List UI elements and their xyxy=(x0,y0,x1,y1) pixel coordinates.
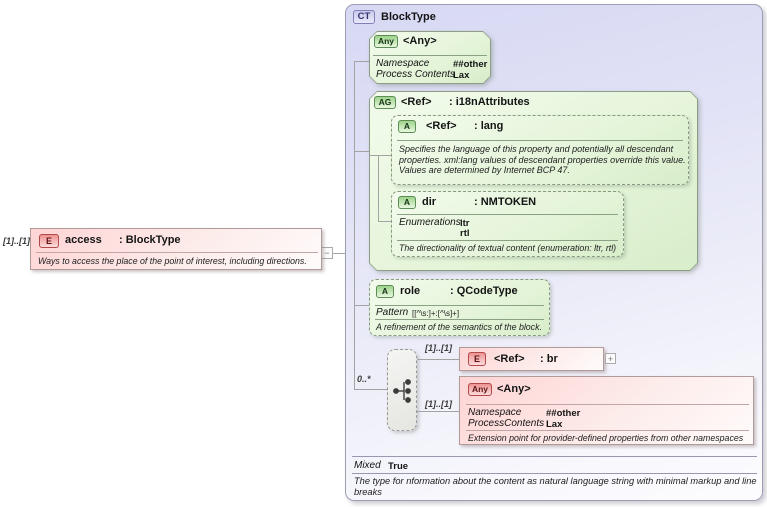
any-badge: Any xyxy=(374,35,398,48)
attribute-type: : NMTOKEN xyxy=(474,196,537,208)
divider xyxy=(352,456,757,457)
prop-name: Namespace xyxy=(376,58,430,69)
attribute-group-box[interactable]: AG <Ref> : i18nAttributes A <Ref> : lang… xyxy=(369,91,698,271)
pattern-value: [[^\s:]+:[^\s]+] xyxy=(412,309,460,318)
stub-attrgroup xyxy=(354,151,369,152)
divider xyxy=(352,473,757,474)
attribute-group-badge: AG xyxy=(374,96,396,109)
attribute-type: : lang xyxy=(474,120,504,132)
attribute-lang-box[interactable]: A <Ref> : lang Specifies the language of… xyxy=(391,115,689,185)
br-cardinality-label: [1]..[1] xyxy=(425,343,452,353)
divider xyxy=(397,140,683,141)
any-badge: Any xyxy=(468,383,492,396)
element-name: access xyxy=(65,234,102,246)
complex-type-annotation: The type for nformation about the conten… xyxy=(354,476,757,497)
attribute-role-box[interactable]: A role : QCodeType Pattern [[^\s:]+:[^\s… xyxy=(369,279,550,336)
connector-line xyxy=(417,359,459,360)
expand-icon[interactable]: + xyxy=(605,353,616,364)
complex-type-title: BlockType xyxy=(381,11,436,23)
any-wildcard-top-box[interactable]: Any <Any> Namespace ##other Process Cont… xyxy=(369,31,491,84)
element-type: : br xyxy=(540,353,558,365)
stub-role xyxy=(354,305,369,306)
prop-value: ##other xyxy=(453,59,488,70)
prop-name: ProcessContents xyxy=(468,418,545,429)
divider xyxy=(375,305,544,306)
complex-type-box[interactable]: CT BlockType Any <Any> Namespace ##other… xyxy=(345,4,763,501)
divider xyxy=(397,214,618,215)
attribute-badge: A xyxy=(376,285,394,298)
any-title: <Any> xyxy=(497,383,531,395)
attribute-annotation: A refinement of the semantics of the blo… xyxy=(376,322,542,332)
complex-type-badge: CT xyxy=(353,10,375,24)
enumeration-value: ltr xyxy=(460,218,470,229)
prop-name: Process Contents xyxy=(376,69,455,80)
divider xyxy=(375,319,544,320)
inner-stub-entry xyxy=(369,155,378,156)
choice-compositor-icon xyxy=(393,379,411,403)
stub-any xyxy=(354,61,369,62)
divider xyxy=(373,55,487,56)
connector-line xyxy=(322,253,346,254)
inner-spine xyxy=(378,155,379,221)
attribute-name: dir xyxy=(422,196,437,208)
attribute-type: : QCodeType xyxy=(450,285,518,297)
any-annotation: Extension point for provider-defined pro… xyxy=(468,433,744,443)
inner-stub-dir xyxy=(378,221,391,222)
element-br-box[interactable]: E <Ref> : br xyxy=(459,347,604,371)
attribute-name: <Ref> xyxy=(426,120,457,132)
mixed-value: True xyxy=(388,461,409,472)
prop-value: Lax xyxy=(453,70,470,81)
collapse-icon[interactable]: − xyxy=(321,247,333,259)
any-title: <Any> xyxy=(403,35,437,47)
element-annotation: Ways to access the place of the point of… xyxy=(38,256,307,266)
attribute-name: role xyxy=(400,285,421,297)
prop-name: Namespace xyxy=(468,407,522,418)
element-name: <Ref> xyxy=(494,353,525,365)
divider xyxy=(466,404,749,405)
attribute-badge: A xyxy=(398,120,416,133)
mixed-label: Mixed xyxy=(354,460,381,471)
source-cardinality-label: [1]..[1] xyxy=(3,236,30,246)
divider xyxy=(466,430,749,431)
attribute-badge: A xyxy=(398,196,416,209)
compositor-box[interactable] xyxy=(387,349,417,431)
any-cardinality-label: [1]..[1] xyxy=(425,399,452,409)
stub-compositor xyxy=(354,389,387,390)
connector-line xyxy=(417,411,459,412)
enumerations-label: Enumerations xyxy=(399,217,461,228)
attribute-group-name: <Ref> xyxy=(401,96,432,108)
element-type: : BlockType xyxy=(119,234,181,246)
attribute-dir-box[interactable]: A dir : NMTOKEN Enumerations ltr rtl The… xyxy=(391,191,624,257)
attribute-group-type: : i18nAttributes xyxy=(449,96,530,108)
any-wildcard-bottom-box[interactable]: Any <Any> Namespace ##other ProcessConte… xyxy=(459,376,754,445)
attribute-annotation: The directionality of textual content (e… xyxy=(399,243,617,253)
element-badge: E xyxy=(468,352,486,366)
prop-value: Lax xyxy=(546,419,563,430)
tree-spine xyxy=(354,61,355,390)
divider xyxy=(36,252,318,253)
pattern-label: Pattern xyxy=(376,307,409,318)
enumeration-value: rtl xyxy=(460,228,470,239)
divider xyxy=(397,240,618,241)
prop-value: ##other xyxy=(546,408,581,419)
element-badge: E xyxy=(39,234,59,248)
attribute-annotation: Specifies the language of this property … xyxy=(399,144,686,176)
element-access-box[interactable]: E access : BlockType Ways to access the … xyxy=(30,228,322,270)
inner-stub-lang xyxy=(378,155,391,156)
compositor-cardinality-label: 0..* xyxy=(357,374,371,384)
